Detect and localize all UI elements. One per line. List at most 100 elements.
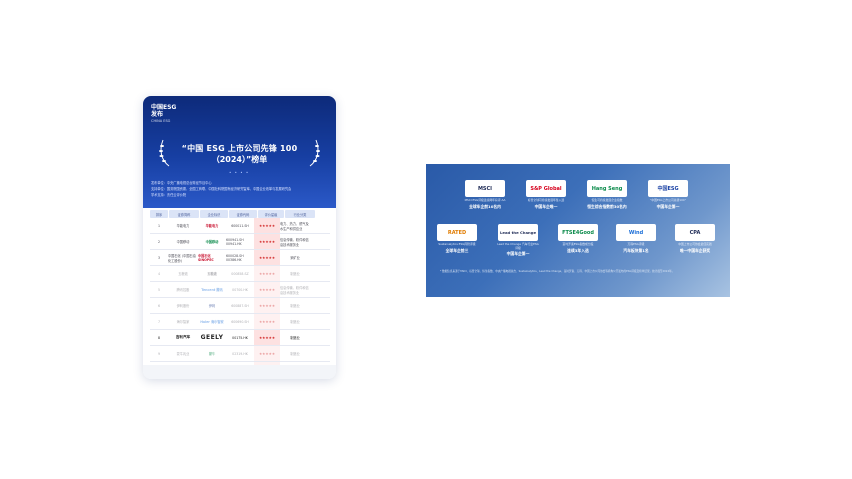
award-caption: Sustainalytics ESG风险评级 [438, 242, 476, 246]
table-row: 6 伊利股份 伊利 600887.SH ★★★★★ 制造业 [150, 298, 330, 314]
header-stars: 评价星级 [258, 210, 284, 218]
cell-stars: ★★★★★ [254, 314, 280, 329]
award-badge: CPA 中国上市公司协会最佳实践 唯一中国车企获奖 [674, 224, 716, 254]
wind-logo: Wind [616, 224, 656, 241]
cell-industry: 制造业 [290, 304, 300, 308]
award-badge: S&P Global 标普全球可持续发展年鉴入选 中国车企唯一 [525, 180, 567, 210]
award-caption: 恒生可持续发展企业指数 [591, 198, 623, 202]
award-caption: Lead the Change 汽车行业ESG评级 [497, 242, 539, 250]
cell-industry: 制造业 [290, 336, 300, 340]
award-badge: FTSE4Good 富时罗素ESG指数成分股 连续3年入选 [557, 224, 599, 254]
cell-rank: 3 [157, 255, 161, 260]
ftse4good-logo: FTSE4Good [558, 224, 598, 241]
cpa-logo: CPA [675, 224, 715, 241]
company-logo: 蒙牛 [208, 352, 216, 356]
cell-rank: 1 [157, 223, 161, 228]
table-row: 7 海尔智家 Haier 海尔智家 600690.SH ★★★★★ 制造业 [150, 314, 330, 330]
logo-text: 中国ESG发布 [151, 104, 177, 118]
card-header: 中国ESG发布 CHINA ESG “中国 ESG 上市公司先锋 100 （20… [143, 96, 336, 208]
award-caption: 标普全球可持续发展年鉴入选 [527, 198, 565, 202]
rated-logo: RATED [437, 224, 477, 241]
cell-code: 00700.HK [232, 287, 248, 292]
table-header: 排序 证券简称 企业标识 证券代码 评价星级 行业分类 [150, 210, 330, 218]
cell-industry: 电力、热力、燃气及水生产和供应业 [280, 221, 309, 231]
award-badge: MSCI MSCI ESG评级连续两年获评 AA 全球车企前10名内 [464, 180, 506, 210]
company-logo: 中国石化 SINOPEC [198, 254, 214, 262]
card-footer [143, 365, 336, 379]
cell-rank: 6 [157, 303, 161, 308]
table-row: 5 腾讯控股 Tencent 腾讯 00700.HK ★★★★★ 信息传输、软件… [150, 282, 330, 298]
award-value: 全球车企前10名内 [469, 203, 501, 209]
cell-stars: ★★★★★ [254, 330, 280, 345]
table-row: 8 吉利汽车 GEELY 00175.HK ★★★★★ 制造业 [150, 330, 330, 346]
table-row: 3 中国石化 (中国石油化工股份) 中国石化 SINOPEC 600028.SH… [150, 250, 330, 266]
company-logo: GEELY [200, 334, 224, 341]
table-row: 2 中国移动 中国移动 600941.SH 00941.HK ★★★★★ 信息传… [150, 234, 330, 250]
laurel-icon [309, 139, 320, 167]
award-badge: Hang Seng 恒生可持续发展企业指数 恒生综合指数前30名内 [586, 180, 628, 210]
table-row: 4 五粮液 五粮液 000858.SZ ★★★★★ 制造业 [150, 266, 330, 282]
cell-name: 五粮液 [178, 272, 188, 276]
cell-industry: 制造业 [290, 272, 300, 276]
award-value: 唯一中国车企获奖 [679, 247, 711, 253]
sp-global-logo: S&P Global [526, 180, 566, 197]
cell-code: 600690.SH [231, 319, 249, 324]
cell-industry: 采矿业 [290, 256, 300, 260]
cell-name: 伊利股份 [176, 304, 190, 308]
cell-industry: 信息传输、软件和信息技术服务业 [280, 285, 309, 295]
esg-logo: 中国ESG发布 CHINA ESG [151, 104, 177, 123]
award-badge: Lead the Change Lead the Change 汽车行业ESG评… [497, 224, 539, 257]
cell-rank: 2 [157, 239, 161, 244]
cell-stars: ★★★★★ [254, 282, 280, 297]
laurel-icon [159, 139, 170, 167]
award-value: 恒生综合指数前30名内 [587, 203, 627, 209]
cell-rank: 8 [157, 335, 161, 340]
company-logo: 华能电力 [205, 224, 219, 228]
company-logo: 中国移动 [205, 240, 219, 244]
company-logo: Tencent 腾讯 [201, 288, 223, 292]
cell-name: 华能电力 [176, 224, 190, 228]
award-caption: 富时罗素ESG指数成分股 [562, 242, 594, 246]
cell-rank: 5 [157, 287, 161, 292]
header-name: 证券简称 [169, 210, 199, 218]
cell-name: 中国移动 [176, 240, 190, 244]
cell-code: 600011.SH [231, 223, 249, 228]
award-caption: 中国上市公司协会最佳实践 [678, 242, 712, 246]
table-row: 9 蒙牛乳业 蒙牛 02319.HK ★★★★★ 制造业 [150, 346, 330, 362]
decorative-dots: • • • • [229, 170, 250, 175]
ranking-table: 排序 证券简称 企业标识 证券代码 评价星级 行业分类 1 华能电力 华能电力 … [150, 210, 330, 378]
cell-stars: ★★★★★ [254, 298, 280, 313]
card-subtitle: （2024）”榜单 [211, 155, 268, 164]
china-esg-logo: 中国ESG [648, 180, 688, 197]
header-code: 证券代码 [229, 210, 257, 218]
cell-rank: 4 [157, 271, 161, 276]
lead-the-change-logo: Lead the Change [498, 224, 538, 241]
cell-code: 600028.SH 00386.HK [226, 253, 244, 262]
cell-code: 600887.SH [231, 303, 249, 308]
card-title: “中国 ESG 上市公司先锋 100 [181, 144, 298, 153]
cell-name: 吉利汽车 [175, 335, 191, 339]
award-badge: Wind 万得ESG评级 汽车板块第1名 [615, 224, 657, 254]
banner-footnote: * 数据信息来源于MSCI、标普全球、恒生指数、中央广播电视总台、Sustain… [440, 270, 675, 273]
cell-rank: 7 [157, 319, 161, 324]
award-caption: MSCI ESG评级连续两年获评 AA [464, 198, 506, 202]
cell-stars: ★★★★★ [254, 250, 280, 265]
cell-industry: 制造业 [290, 320, 300, 324]
info-line: 发布单位：中央广播电视总台财经节目中心 [151, 181, 212, 185]
company-logo: 五粮液 [207, 272, 217, 276]
esg-ranking-card: 中国ESG发布 CHINA ESG “中国 ESG 上市公司先锋 100 （20… [143, 96, 336, 379]
info-line: 支持单位：国务院国资委、全国工商联、中国社科院国有经济研究智库、中国企业改革与发… [151, 187, 292, 191]
company-logo: Haier 海尔智家 [200, 320, 224, 324]
award-value: 汽车板块第1名 [623, 247, 649, 253]
cell-code: 000858.SZ [231, 271, 249, 276]
award-value: 中国车企唯一 [534, 203, 558, 209]
company-logo: 伊利 [208, 304, 216, 308]
cell-name: 海尔智家 [176, 320, 190, 324]
cell-stars: ★★★★★ [254, 234, 280, 249]
info-line: 学术支持：责任云评价院 [151, 193, 187, 197]
award-value: 连续3年入选 [567, 247, 589, 253]
cell-code: 02319.HK [232, 351, 248, 356]
cell-name: 蒙牛乳业 [176, 352, 190, 356]
cell-code: 600941.SH 00941.HK [226, 237, 244, 246]
header-logo: 企业标识 [200, 210, 228, 218]
